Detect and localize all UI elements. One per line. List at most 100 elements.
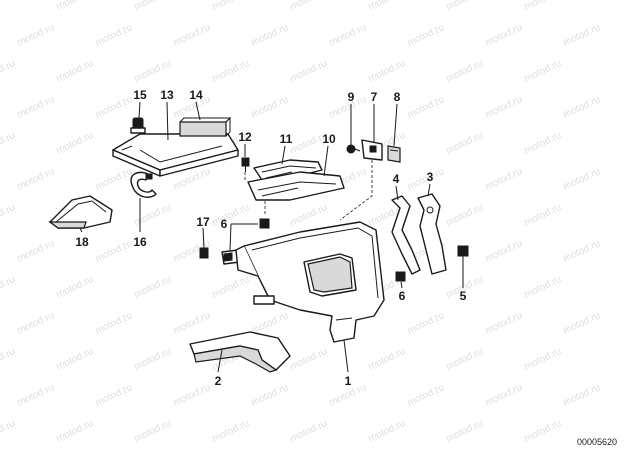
watermark-text: motod.ru: [16, 382, 56, 409]
callout-4: 4: [393, 172, 400, 186]
watermark-text: motod.ru: [445, 0, 485, 13]
part-10-base[interactable]: [247, 171, 345, 201]
watermark-text: motod.ru: [55, 418, 95, 445]
callout-11: 11: [280, 132, 293, 146]
part-1-main-panel[interactable]: [235, 221, 385, 343]
watermark-text: motod.ru: [484, 94, 524, 121]
part-14-strip[interactable]: [179, 116, 232, 137]
watermark-text: motod.ru: [523, 274, 563, 301]
watermark-text: motod.ru: [55, 130, 95, 157]
callout-6-right: 6: [399, 289, 406, 303]
part-12-screw[interactable]: [241, 157, 250, 172]
watermark-text: motod.ru: [172, 310, 212, 337]
assembly-guide-1: [339, 160, 373, 221]
watermark-text: motod.ru: [94, 22, 134, 49]
watermark-text: motod.ru: [289, 202, 329, 229]
watermark-text: motod.ru: [367, 418, 407, 445]
watermark-text: motod.ru: [484, 238, 524, 265]
watermark-text: motod.ru: [0, 0, 17, 13]
watermark-text: motod.ru: [16, 22, 56, 49]
watermark-text: motod.ru: [289, 418, 329, 445]
part-4-rod[interactable]: [391, 195, 421, 275]
callout-7: 7: [371, 90, 378, 104]
part-13-panel[interactable]: [112, 133, 239, 177]
watermark-text: motod.ru: [562, 382, 602, 409]
watermark-text: motod.ru: [562, 310, 602, 337]
watermark-text: motod.ru: [133, 58, 173, 85]
watermark-text: motod.ru: [250, 382, 290, 409]
watermark-text: motod.ru: [523, 418, 563, 445]
watermark-text: motod.ru: [445, 130, 485, 157]
callout-18: 18: [75, 235, 89, 249]
part-8-clip[interactable]: [387, 145, 401, 163]
part-3-arm[interactable]: [417, 193, 447, 275]
part-18-cover[interactable]: [48, 195, 113, 229]
watermark-text: motod.ru: [562, 94, 602, 121]
watermark-text: motod.ru: [0, 130, 17, 157]
callout-9: 9: [348, 90, 355, 104]
watermark-text: motod.ru: [367, 346, 407, 373]
watermark-text: motod.ru: [55, 0, 95, 13]
part-15-clip[interactable]: [130, 117, 146, 134]
callout-13: 13: [160, 88, 174, 102]
watermark-text: motod.ru: [0, 58, 17, 85]
watermark-text: motod.ru: [367, 0, 407, 13]
watermark-text: motod.ru: [172, 382, 212, 409]
watermark-text: motod.ru: [94, 310, 134, 337]
callouts: 15 13 14 12 11 10 9 7 8 16 18 17 6 4 3 5…: [75, 88, 466, 388]
watermark-text: motod.ru: [562, 166, 602, 193]
watermark-text: motod.ru: [523, 346, 563, 373]
part-17-screw[interactable]: [199, 247, 209, 259]
watermark-text: motod.ru: [406, 22, 446, 49]
watermark-text: motod.ru: [133, 202, 173, 229]
callout-5: 5: [460, 289, 467, 303]
callout-2: 2: [215, 374, 222, 388]
watermark-text: motod.ru: [172, 22, 212, 49]
part-6-bolt-upper[interactable]: [259, 218, 270, 229]
watermark-text: motod.ru: [289, 346, 329, 373]
part-16-clamp[interactable]: [130, 171, 157, 198]
callout-16: 16: [133, 235, 147, 249]
watermark-text: motod.ru: [211, 274, 251, 301]
callout-17: 17: [196, 215, 210, 229]
watermark-text: motod.ru: [445, 346, 485, 373]
watermark-text: motod.ru: [16, 238, 56, 265]
watermark-text: motod.ru: [0, 202, 17, 229]
watermark-text: motod.ru: [0, 346, 17, 373]
watermark-text: motod.ru: [484, 310, 524, 337]
watermark-text: motod.ru: [94, 94, 134, 121]
callout-10: 10: [322, 132, 336, 146]
part-9-screw[interactable]: [346, 144, 361, 154]
watermark-text: motod.ru: [562, 238, 602, 265]
watermark-text: motod.ru: [289, 0, 329, 13]
callout-12: 12: [238, 130, 252, 144]
watermark-text: motod.ru: [406, 382, 446, 409]
callout-6-upper: 6: [221, 217, 228, 231]
watermark-text: motod.ru: [523, 0, 563, 13]
watermark-text: motod.ru: [562, 22, 602, 49]
part-6-clip-left[interactable]: [221, 249, 241, 265]
watermark-text: motod.ru: [484, 382, 524, 409]
watermark-text: motod.ru: [445, 58, 485, 85]
watermark-text: motod.ru: [0, 274, 17, 301]
watermark-text: motod.ru: [445, 202, 485, 229]
callout-3: 3: [427, 170, 434, 184]
watermark-text: motod.ru: [406, 94, 446, 121]
watermark-text: motod.ru: [211, 418, 251, 445]
watermark-text: motod.ru: [133, 418, 173, 445]
watermark-text: motod.ru: [484, 166, 524, 193]
part-2-strip[interactable]: [189, 331, 291, 373]
watermark-text: motod.ru: [94, 166, 134, 193]
callout-14: 14: [189, 88, 203, 102]
watermark-text: motod.ru: [328, 22, 368, 49]
part-5-bolt[interactable]: [457, 245, 469, 262]
part-6-nut-right[interactable]: [395, 271, 406, 282]
watermark-text: motod.ru: [367, 58, 407, 85]
leader-lines: [79, 101, 464, 373]
watermark-text: motod.ru: [523, 202, 563, 229]
callout-1: 1: [345, 374, 352, 388]
watermark-text: motod.ru: [250, 22, 290, 49]
part-7-plate[interactable]: [361, 139, 383, 161]
watermark-text: motod.ru: [523, 130, 563, 157]
